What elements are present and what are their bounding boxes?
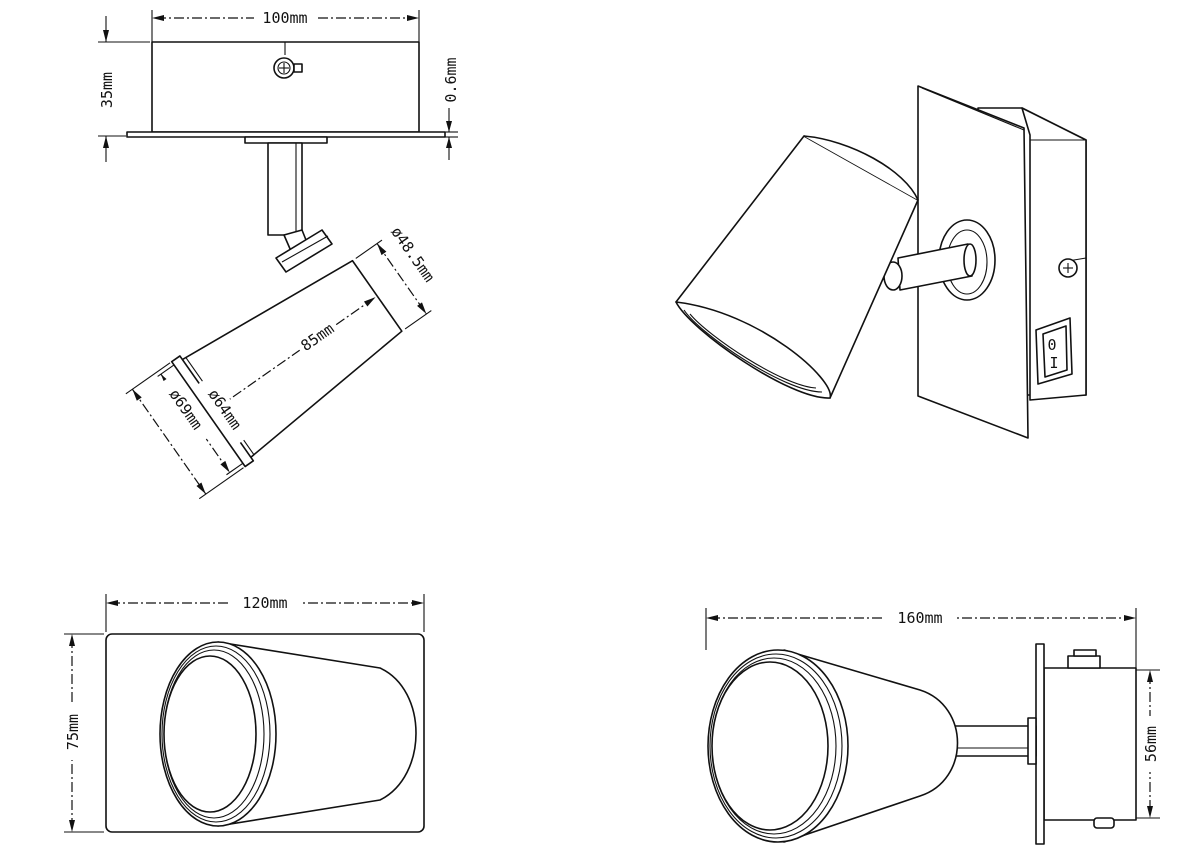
switch-off-mark: I bbox=[1049, 354, 1058, 372]
top-height-label: 35mm bbox=[98, 72, 116, 108]
stem bbox=[267, 142, 303, 236]
side-shade-lens bbox=[711, 661, 829, 831]
switch-on-mark: 0 bbox=[1047, 336, 1056, 354]
small-diameter-label: ø48.5mm bbox=[387, 223, 438, 285]
perspective-shade bbox=[675, 135, 919, 399]
top-width-label: 100mm bbox=[262, 9, 307, 27]
stem-flange bbox=[244, 136, 328, 144]
arrowhead bbox=[446, 137, 452, 148]
front-height-label: 75mm bbox=[64, 714, 82, 750]
side-view: 160mm 56mm bbox=[705, 608, 1160, 845]
junction-box bbox=[151, 41, 420, 133]
small-diameter-dimension-line bbox=[376, 243, 427, 315]
arrowhead bbox=[407, 15, 419, 21]
arrowhead bbox=[103, 30, 109, 42]
side-height-label: 56mm bbox=[1142, 726, 1160, 762]
screw-icon bbox=[273, 57, 303, 79]
shade-rim bbox=[675, 301, 831, 399]
side-box bbox=[1043, 667, 1137, 821]
top-view: 100mm 35mm 0.6mm bbox=[98, 9, 460, 500]
shade-top-edge bbox=[803, 135, 919, 201]
arrowhead bbox=[446, 121, 452, 132]
side-length-label: 160mm bbox=[897, 609, 942, 627]
side-plate bbox=[1035, 643, 1045, 845]
length-dimension-line bbox=[217, 296, 376, 408]
arrowhead bbox=[103, 136, 109, 148]
shade-rim bbox=[170, 355, 255, 468]
side-switch-bottom bbox=[1093, 817, 1115, 829]
side-switch-top bbox=[1067, 655, 1101, 669]
rocker-switch: 0 I bbox=[1035, 317, 1073, 385]
screw-icon bbox=[1058, 258, 1078, 278]
perspective-view: 0 I bbox=[675, 85, 1087, 439]
knuckle bbox=[275, 229, 333, 273]
front-width-label: 120mm bbox=[242, 594, 287, 612]
front-shade-lens bbox=[163, 655, 257, 813]
front-view: 120mm 75mm bbox=[63, 594, 425, 833]
plate-thickness-label: 0.6mm bbox=[442, 57, 460, 102]
arrowhead bbox=[152, 15, 164, 21]
